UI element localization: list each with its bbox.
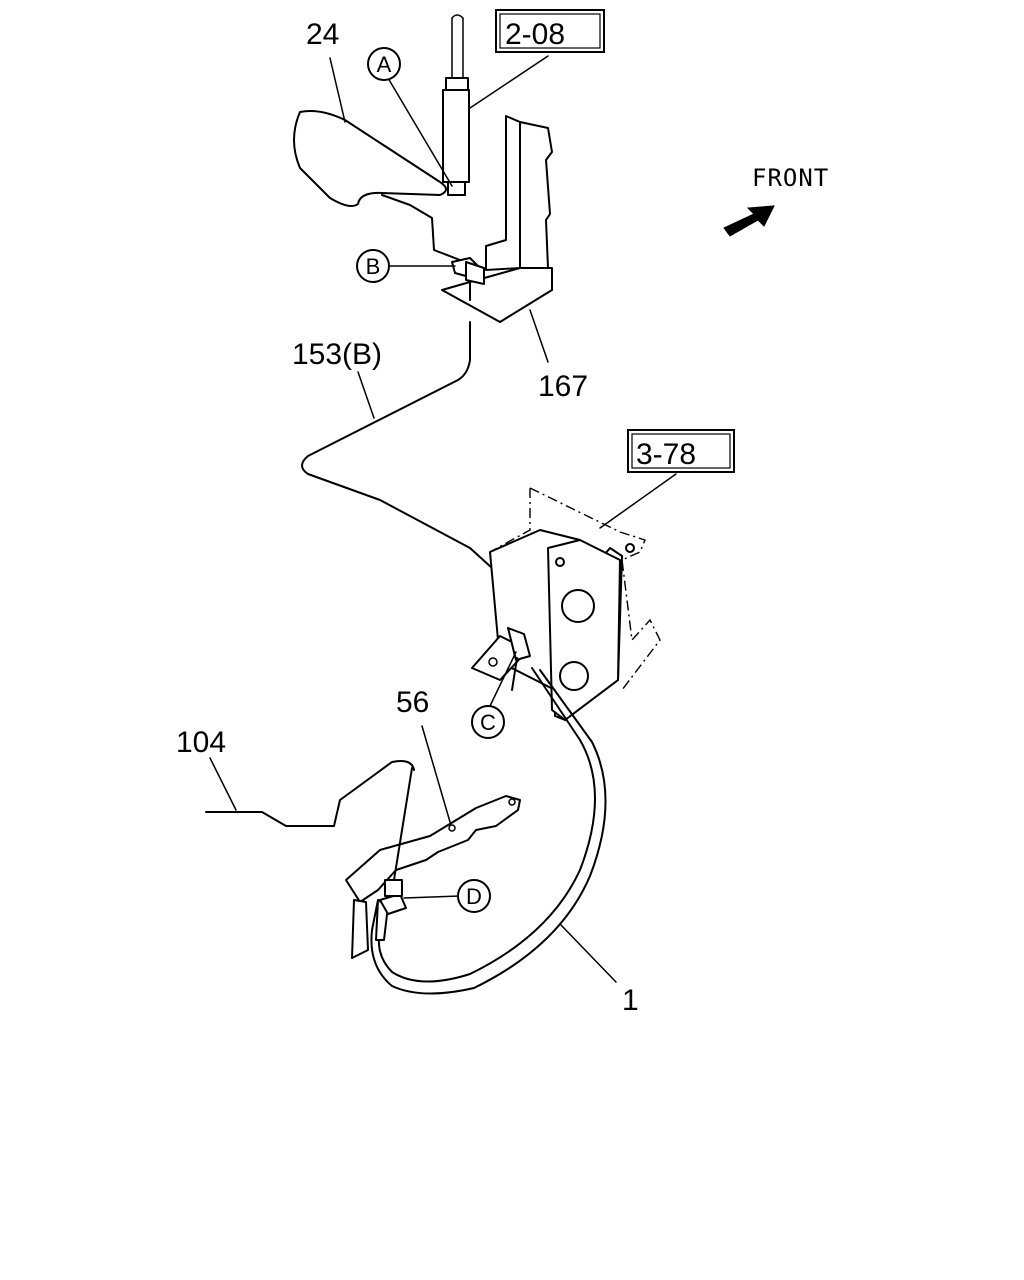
cylinder-part [442,14,470,196]
circle-callout-d: D [457,879,491,913]
fitting-d [379,767,413,915]
front-arrow-icon [723,205,775,237]
ref-label-208: 2-08 [505,18,565,51]
circle-label-a: A [377,52,392,77]
callout-1: 1 [622,984,639,1017]
circle-label-c: C [480,710,496,735]
hose-1 [377,667,596,983]
circle-label-b: B [366,254,381,279]
lever-stem [381,194,461,261]
front-label: FRONT [752,164,829,192]
fitting-b [451,257,485,285]
leader-lines [209,55,677,983]
callout-24: 24 [306,18,339,51]
circle-callout-b: B [356,249,390,283]
circle-callout-a: A [367,47,401,81]
lever-104 [205,760,415,827]
ref-box-378[interactable]: 3-78 [627,429,735,473]
callout-56: 56 [396,686,429,719]
circle-label-d: D [466,884,482,909]
circle-callout-c: C [471,705,505,739]
lever-pad-part [293,110,447,207]
ref-box-208[interactable]: 2-08 [495,9,605,53]
bracket-167 [441,115,553,323]
callout-153b: 153(B) [292,338,382,371]
callout-104: 104 [176,726,226,759]
bracket-378 [489,487,661,721]
fitting-c [471,627,531,691]
ref-label-378: 3-78 [636,438,696,471]
callout-167: 167 [538,370,588,403]
